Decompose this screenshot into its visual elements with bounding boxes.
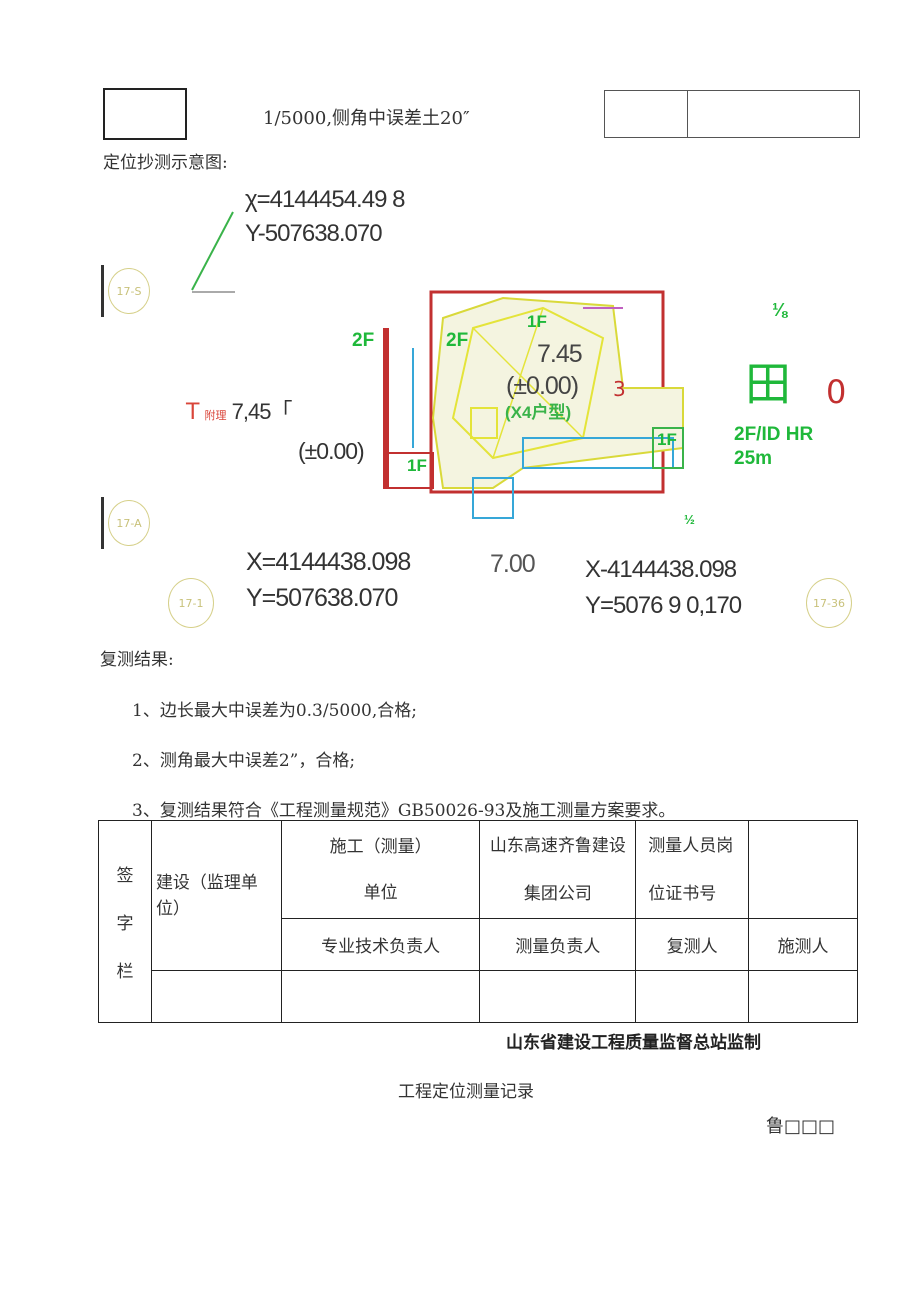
recheck-person-label: 复测人 [635,918,750,971]
signature-table: 签 字 栏 建设（监理单位） 施工（测量） 单位 山东高速齐鲁建设集团公司 测量… [98,820,858,1023]
axis-stamp: 17-S [108,268,150,314]
red-zero: 0 [826,373,847,411]
north-arrow-icon [191,211,235,293]
signature-cell[interactable] [479,970,637,1023]
right-note-1: 2F/ID HR [734,424,814,445]
coord-top-y: Y-507638.070 [245,220,383,247]
survey-lead-label: 测量负责人 [479,918,637,971]
results-line-1: 1、边长最大中误差为0.3/5000,合格; [132,701,417,721]
left-label-value: 7,45「 [231,399,293,424]
document-code: 鲁□□□ [766,1116,836,1137]
right-note-2: 25m [734,448,773,469]
cert-label: 测量人员岗位证书号 [635,820,750,919]
floor-1f-label: 1F [527,312,547,331]
surveyor-label: 施测人 [748,918,858,971]
left-elev-zero: (±0.00) [298,438,365,464]
half-mark: ½ [684,512,695,527]
left-elev-label: T 附理 7,45「 [186,394,293,426]
results-line-2: 2、测角最大中误差2”，合格; [132,751,356,771]
header-right-box [604,90,860,138]
floor-2f-label: 2F [352,330,375,351]
coord-bl-y: Y=507638.070 [246,584,398,612]
precision-text: 1/5000,侧角中误差土20″ [263,108,470,129]
diagram-title: 定位抄测示意图: [103,153,228,173]
signature-cell[interactable] [748,970,858,1023]
signature-cell[interactable] [150,970,282,1023]
supervisor-label: 山东省建设工程质量监督总站监制 [506,1033,761,1053]
fraction-mark: ⅛ [772,300,788,320]
signature-cell[interactable] [280,970,481,1023]
left-label-prefix: T [186,400,200,425]
axis-tick [101,265,104,317]
grid-glyph-icon: 田 [745,358,791,410]
cert-value-cell [748,820,858,919]
axis-stamp: 17-A [108,500,150,546]
floor-plan-drawing [383,290,684,519]
company-name: 山东高速齐鲁建设集团公司 [479,820,637,919]
center-type: (X4户型) [505,403,572,422]
axis-stamp: 17-1 [168,578,214,628]
tech-lead-label: 专业技术负责人 [280,918,481,971]
coord-br-x: X-4144438.098 [585,556,737,583]
label-3: 3 [613,377,626,401]
construct-unit-label: 施工（测量） 单位 [280,820,481,919]
center-elev: 7.45 [537,340,583,368]
header-left-box [103,88,187,140]
floor-1f-label: 1F [657,430,677,449]
results-heading: 复测结果: [100,650,174,670]
signature-cell[interactable] [635,970,750,1023]
coord-top-x: χ=4144454.49 8 [245,186,405,213]
coord-bl-x: X=4144438.098 [246,548,411,576]
document-title: 工程定位测量记录 [398,1082,534,1102]
axis-stamp: 17-36 [806,578,852,628]
sign-column-label: 签 字 栏 [98,820,152,1023]
build-unit-label: 建设（监理单位） [150,820,282,971]
floor-2f-label: 2F [446,330,469,351]
floor-1f-label: 1F [407,456,427,475]
dimension-700: 7.00 [490,550,536,578]
axis-tick [101,497,104,549]
center-zero: (±0.00) [506,372,579,400]
coord-br-y: Y=5076 9 0,170 [585,592,742,619]
left-label-small: 附理 [204,409,227,422]
results-line-3: 3、复测结果符合《工程测量规范》GB50026-93及施工测量方案要求。 [132,801,676,821]
